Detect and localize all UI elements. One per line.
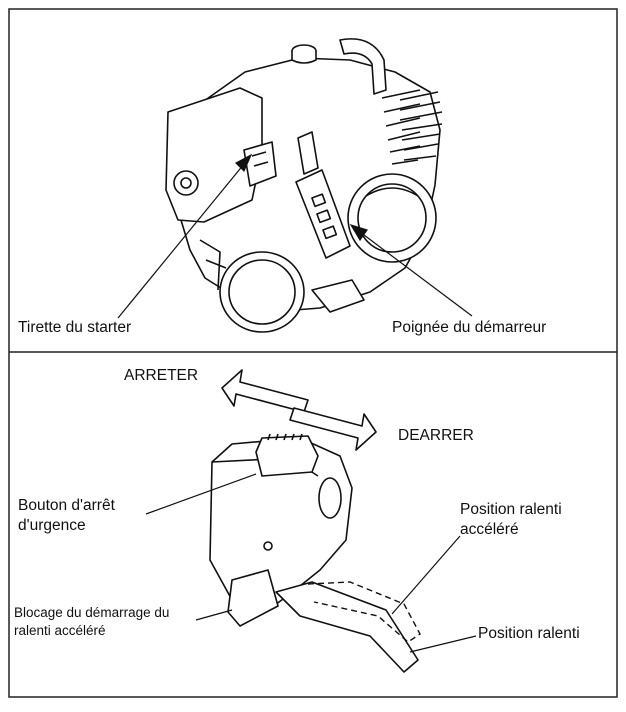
choke-label: Tirette du starter [18,319,132,336]
choke-leader-line [117,163,245,319]
fast-idle-lock-label: Blocage du démarrage du ralenti accéléré [14,605,170,638]
throttle-handle-illustration [209,433,419,673]
starter-handle-label: Poignée du démarreur [392,319,547,336]
starter-leader-line [359,231,473,317]
throttle-trigger [275,581,419,673]
fast-idle-label: Position ralenti accéléré [460,501,562,538]
fast-idle-leader [391,535,461,615]
engine-illustration [165,38,443,333]
start-direction-arrow [289,407,377,451]
idle-leader [409,635,477,653]
panel-frame-outer [8,8,618,698]
emergency-stop-button [255,435,319,477]
emergency-stop-leader [145,473,257,515]
choke-leader-arrow [235,153,253,173]
fast-idle-lock-leader [195,609,233,621]
idle-label: Position ralenti [478,625,580,642]
starter-leader-arrow [349,223,368,242]
stop-direction-arrow [221,369,309,413]
throttle-trigger-dashed [307,581,421,643]
engine-top-handle [339,38,387,95]
fuel-tank [219,251,305,333]
stop-label: ARRETER [124,367,199,384]
start-label: DEARRER [398,427,474,444]
emergency-stop-label: Bouton d'arrêt d'urgence [18,497,115,534]
fast-idle-lock-lever [227,569,279,627]
mounting-bracket [311,279,365,313]
